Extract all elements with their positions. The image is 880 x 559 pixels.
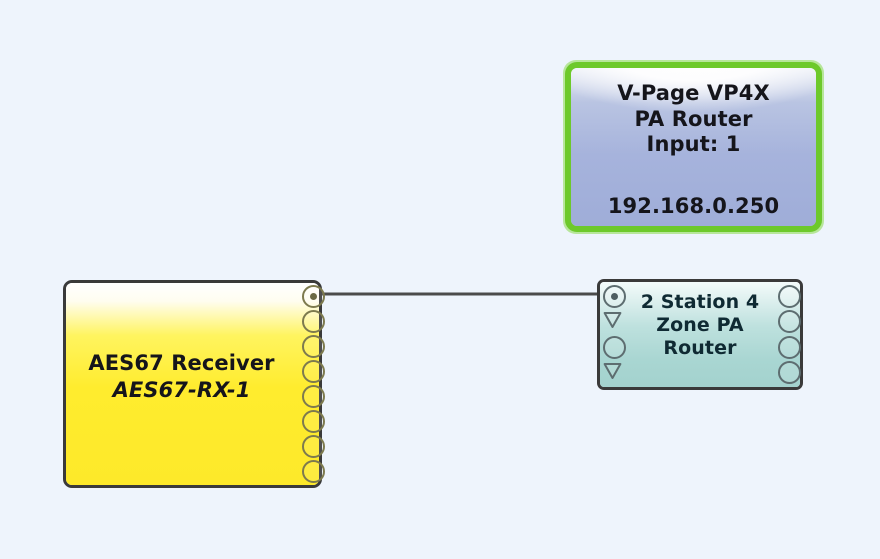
node-vpage-ip-address: 192.168.0.250 — [607, 194, 780, 218]
node-vpage-title: V-Page VP4X PA Router Input: 1 — [617, 81, 770, 157]
circle-port-icon — [302, 410, 325, 433]
node-vpage-vp4x[interactable]: V-Page VP4X PA Router Input: 1 192.168.0… — [563, 60, 824, 234]
triangle-port-icon — [603, 361, 622, 380]
node-frame: AES67 Receiver AES67-RX-1 — [63, 280, 322, 488]
port-aes67-out-6[interactable] — [302, 410, 325, 433]
node-body — [571, 68, 816, 226]
port-station-in-3[interactable] — [603, 336, 626, 359]
circle-port-icon — [302, 385, 325, 408]
port-aes67-out-1[interactable] — [302, 285, 325, 308]
node-aes67-receiver[interactable]: AES67 Receiver AES67-RX-1 — [63, 280, 325, 488]
port-aes67-out-8[interactable] — [302, 460, 325, 483]
node-station-pa-router[interactable]: 2 Station 4 Zone PA Router — [597, 279, 803, 390]
node-frame: V-Page VP4X PA Router Input: 1 192.168.0… — [565, 62, 822, 232]
port-station-in-1[interactable] — [603, 285, 626, 308]
port-station-out-4[interactable] — [778, 361, 801, 384]
node-aes67-title: AES67 Receiver — [88, 351, 275, 375]
circle-port-icon — [302, 285, 325, 308]
circle-port-icon — [778, 285, 801, 308]
node-station-title: 2 Station 4 Zone PA Router — [640, 291, 760, 360]
circle-port-icon — [302, 435, 325, 458]
circle-port-icon — [778, 336, 801, 359]
circle-port-icon — [302, 460, 325, 483]
port-aes67-out-3[interactable] — [302, 335, 325, 358]
port-aes67-out-5[interactable] — [302, 385, 325, 408]
port-station-out-1[interactable] — [778, 285, 801, 308]
circle-port-icon — [603, 336, 626, 359]
circle-port-icon — [302, 310, 325, 333]
circle-port-icon — [603, 285, 626, 308]
port-aes67-out-2[interactable] — [302, 310, 325, 333]
port-station-out-2[interactable] — [778, 310, 801, 333]
port-aes67-out-4[interactable] — [302, 360, 325, 383]
circle-port-icon — [302, 335, 325, 358]
node-frame: 2 Station 4 Zone PA Router — [597, 279, 803, 390]
triangle-port-icon — [603, 310, 622, 329]
node-body — [600, 282, 800, 387]
port-station-in-4[interactable] — [603, 361, 622, 380]
port-station-in-2[interactable] — [603, 310, 622, 329]
circle-port-icon — [778, 310, 801, 333]
node-body — [66, 283, 319, 485]
circle-port-icon — [778, 361, 801, 384]
port-aes67-out-7[interactable] — [302, 435, 325, 458]
circle-port-icon — [302, 360, 325, 383]
node-aes67-subtitle: AES67-RX-1 — [112, 378, 251, 402]
port-station-out-3[interactable] — [778, 336, 801, 359]
